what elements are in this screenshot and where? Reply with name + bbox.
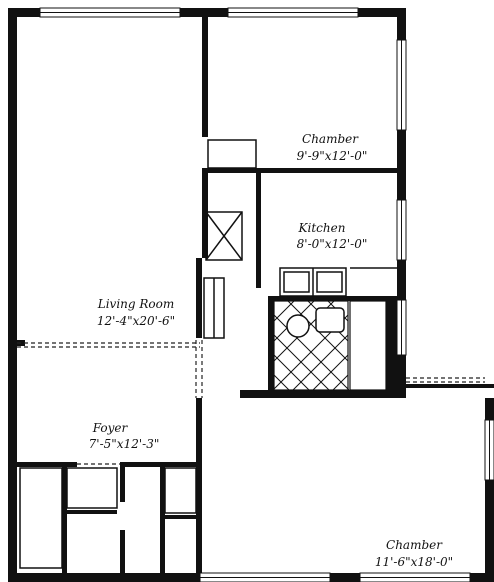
kitchen-fixtures bbox=[279, 267, 397, 297]
chamber-2-dims: 11'-6"x18'-0" bbox=[375, 555, 453, 569]
foyer-dims: 7'-5"x12'-3" bbox=[89, 437, 160, 451]
chamber-2-name: Chamber bbox=[386, 538, 443, 552]
bathroom bbox=[272, 300, 387, 391]
living-room-name: Living Room bbox=[97, 297, 175, 311]
closets bbox=[19, 139, 257, 569]
openings bbox=[17, 340, 485, 465]
windows bbox=[39, 7, 494, 582]
exterior-walls bbox=[8, 8, 494, 582]
foyer-name: Foyer bbox=[92, 421, 129, 435]
living-room-dims: 12'-4"x20'-6" bbox=[97, 314, 175, 328]
chamber-1-dims: 9'-9"x12'-0" bbox=[297, 149, 368, 163]
chamber-1-name: Chamber bbox=[302, 132, 359, 146]
kitchen-dims: 8'-0"x12'-0" bbox=[297, 237, 368, 251]
interior-walls bbox=[17, 17, 494, 573]
room-labels: Chamber 9'-9"x12'-0" Kitchen 8'-0"x12'-0… bbox=[89, 132, 454, 569]
kitchen-name: Kitchen bbox=[298, 221, 346, 235]
